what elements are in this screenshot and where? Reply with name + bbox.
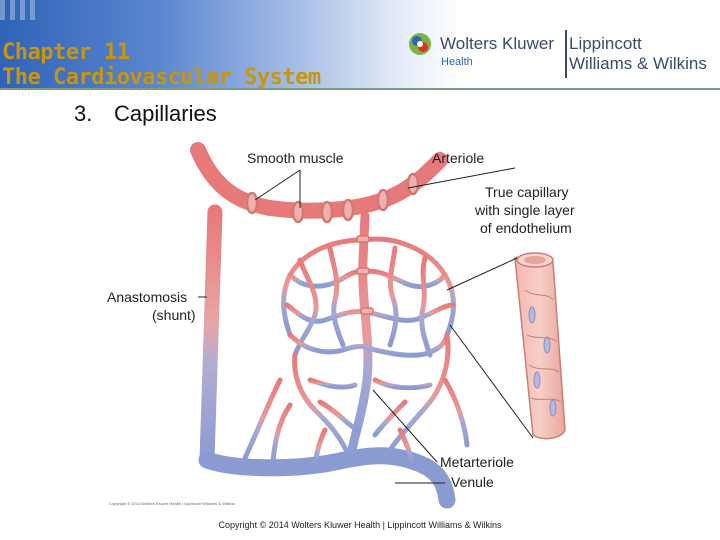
metarteriole: [345, 211, 373, 463]
label-smooth-muscle: Smooth muscle: [247, 150, 344, 166]
label-anastomosis-1: Anastomosis: [107, 289, 187, 305]
header-rule: [0, 88, 720, 90]
smooth-muscle-bands: [245, 172, 420, 224]
label-true-capillary-3: of endothelium: [480, 220, 572, 236]
label-metarteriole: Metarteriole: [440, 454, 514, 470]
label-anastomosis-2: (shunt): [152, 307, 196, 323]
logo-divider: [565, 30, 567, 78]
label-true-capillary-1: True capillary: [485, 184, 569, 200]
wolters-kluwer-health: Health: [441, 56, 473, 68]
image-credit: Copyright © 2014 Wolters Kluwer Health |…: [109, 501, 235, 506]
anastomosis-shunt: [199, 204, 223, 468]
publisher-logo: Wolters Kluwer Health Lippincott William…: [408, 30, 718, 80]
chapter-title: Chapter 11 The Cardiovascular System: [2, 40, 321, 90]
footer-copyright: Copyright © 2014 Wolters Kluwer Health |…: [218, 520, 502, 530]
section-number: 3.: [74, 101, 93, 126]
chapter-number: Chapter 11: [2, 40, 130, 65]
magnification-lines: [446, 257, 534, 439]
header-banner: Chapter 11 The Cardiovascular System Wol…: [0, 0, 720, 90]
true-capillary-tube: [514, 252, 566, 440]
wolters-kluwer-name: Wolters Kluwer: [440, 34, 554, 53]
label-venule: Venule: [451, 474, 494, 490]
label-arteriole: Arteriole: [432, 150, 484, 166]
label-true-capillary-2: with single layer: [474, 202, 575, 218]
header-pattern: [0, 0, 40, 20]
lww-name-line2: Williams & Wilkins: [569, 54, 707, 73]
leader-lines: [198, 167, 516, 484]
precapillary-sphincters: [356, 235, 374, 315]
lww-name-line1: Lippincott: [569, 34, 642, 53]
capillary-network: [242, 236, 470, 468]
capillary-bed-diagram: Smooth muscle Arteriole True capillary w…: [107, 142, 575, 509]
wolters-kluwer-logo-icon: [409, 33, 431, 55]
venule: [198, 447, 456, 509]
chapter-subject: The Cardiovascular System: [2, 65, 321, 90]
section-title: Capillaries: [114, 101, 217, 126]
